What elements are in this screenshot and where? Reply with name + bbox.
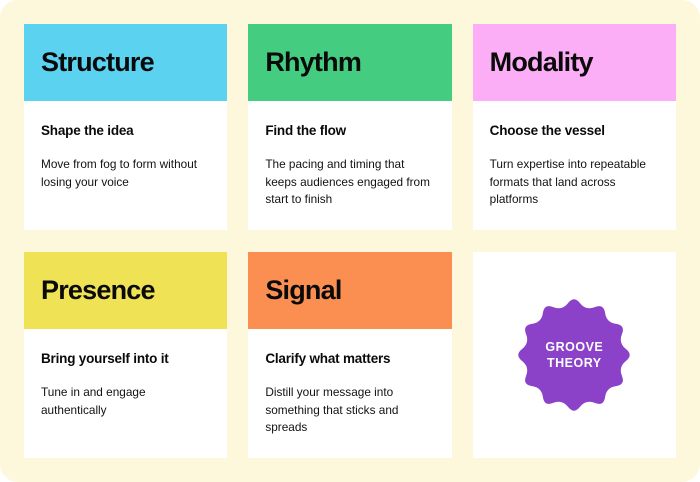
card-description: Move from fog to form without losing you… [41, 156, 198, 189]
card-signal[interactable]: Signal Clarify what matters Distill your… [248, 252, 452, 458]
card-body: Shape the idea Move from fog to form wit… [24, 101, 227, 230]
card-band: Structure [24, 24, 228, 101]
card-title: Modality [489, 47, 594, 78]
badge-line-1: GROOVE [545, 339, 604, 354]
card-subtitle: Bring yourself into it [41, 351, 169, 366]
badge-label: GROOVE THEORY [545, 339, 603, 372]
card-body: Clarify what matters Distill your messag… [248, 329, 451, 458]
card-presence[interactable]: Presence Bring yourself into it Tune in … [24, 252, 228, 458]
card-modality[interactable]: Modality Choose the vessel Turn expertis… [472, 24, 676, 230]
card-body: Bring yourself into it Tune in and engag… [24, 329, 227, 458]
card-description: Distill your message into something that… [265, 384, 399, 435]
card-band: Presence [24, 252, 228, 329]
card-structure[interactable]: Structure Shape the idea Move from fog t… [24, 24, 228, 230]
card-description: Tune in and engage authentically [41, 384, 146, 417]
card-body: Choose the vessel Turn expertise into re… [473, 101, 676, 230]
card-subtitle: Shape the idea [41, 123, 134, 138]
card-brand-badge[interactable]: GROOVE THEORY [472, 252, 676, 458]
badge-line-2: THEORY [547, 356, 602, 370]
card-description: The pacing and timing that keeps audienc… [265, 156, 430, 207]
card-title: Rhythm [265, 47, 362, 78]
card-band: Modality [472, 24, 676, 101]
card-subtitle: Find the flow [265, 123, 346, 138]
card-body: Find the flow The pacing and timing that… [248, 101, 451, 230]
card-title: Presence [41, 275, 156, 306]
card-title: Signal [265, 275, 342, 306]
card-grid: Structure Shape the idea Move from fog t… [24, 24, 676, 458]
card-rhythm[interactable]: Rhythm Find the flow The pacing and timi… [248, 24, 452, 230]
card-title: Structure [41, 47, 155, 78]
card-band: Rhythm [248, 24, 452, 101]
starburst-path [518, 299, 631, 411]
card-description: Turn expertise into repeatable formats t… [489, 156, 646, 207]
card-subtitle: Clarify what matters [265, 351, 391, 366]
starburst-badge-icon: GROOVE THEORY [512, 293, 636, 417]
starburst-shape [518, 299, 631, 411]
card-subtitle: Choose the vessel [489, 123, 605, 138]
card-band: Signal [248, 252, 452, 329]
